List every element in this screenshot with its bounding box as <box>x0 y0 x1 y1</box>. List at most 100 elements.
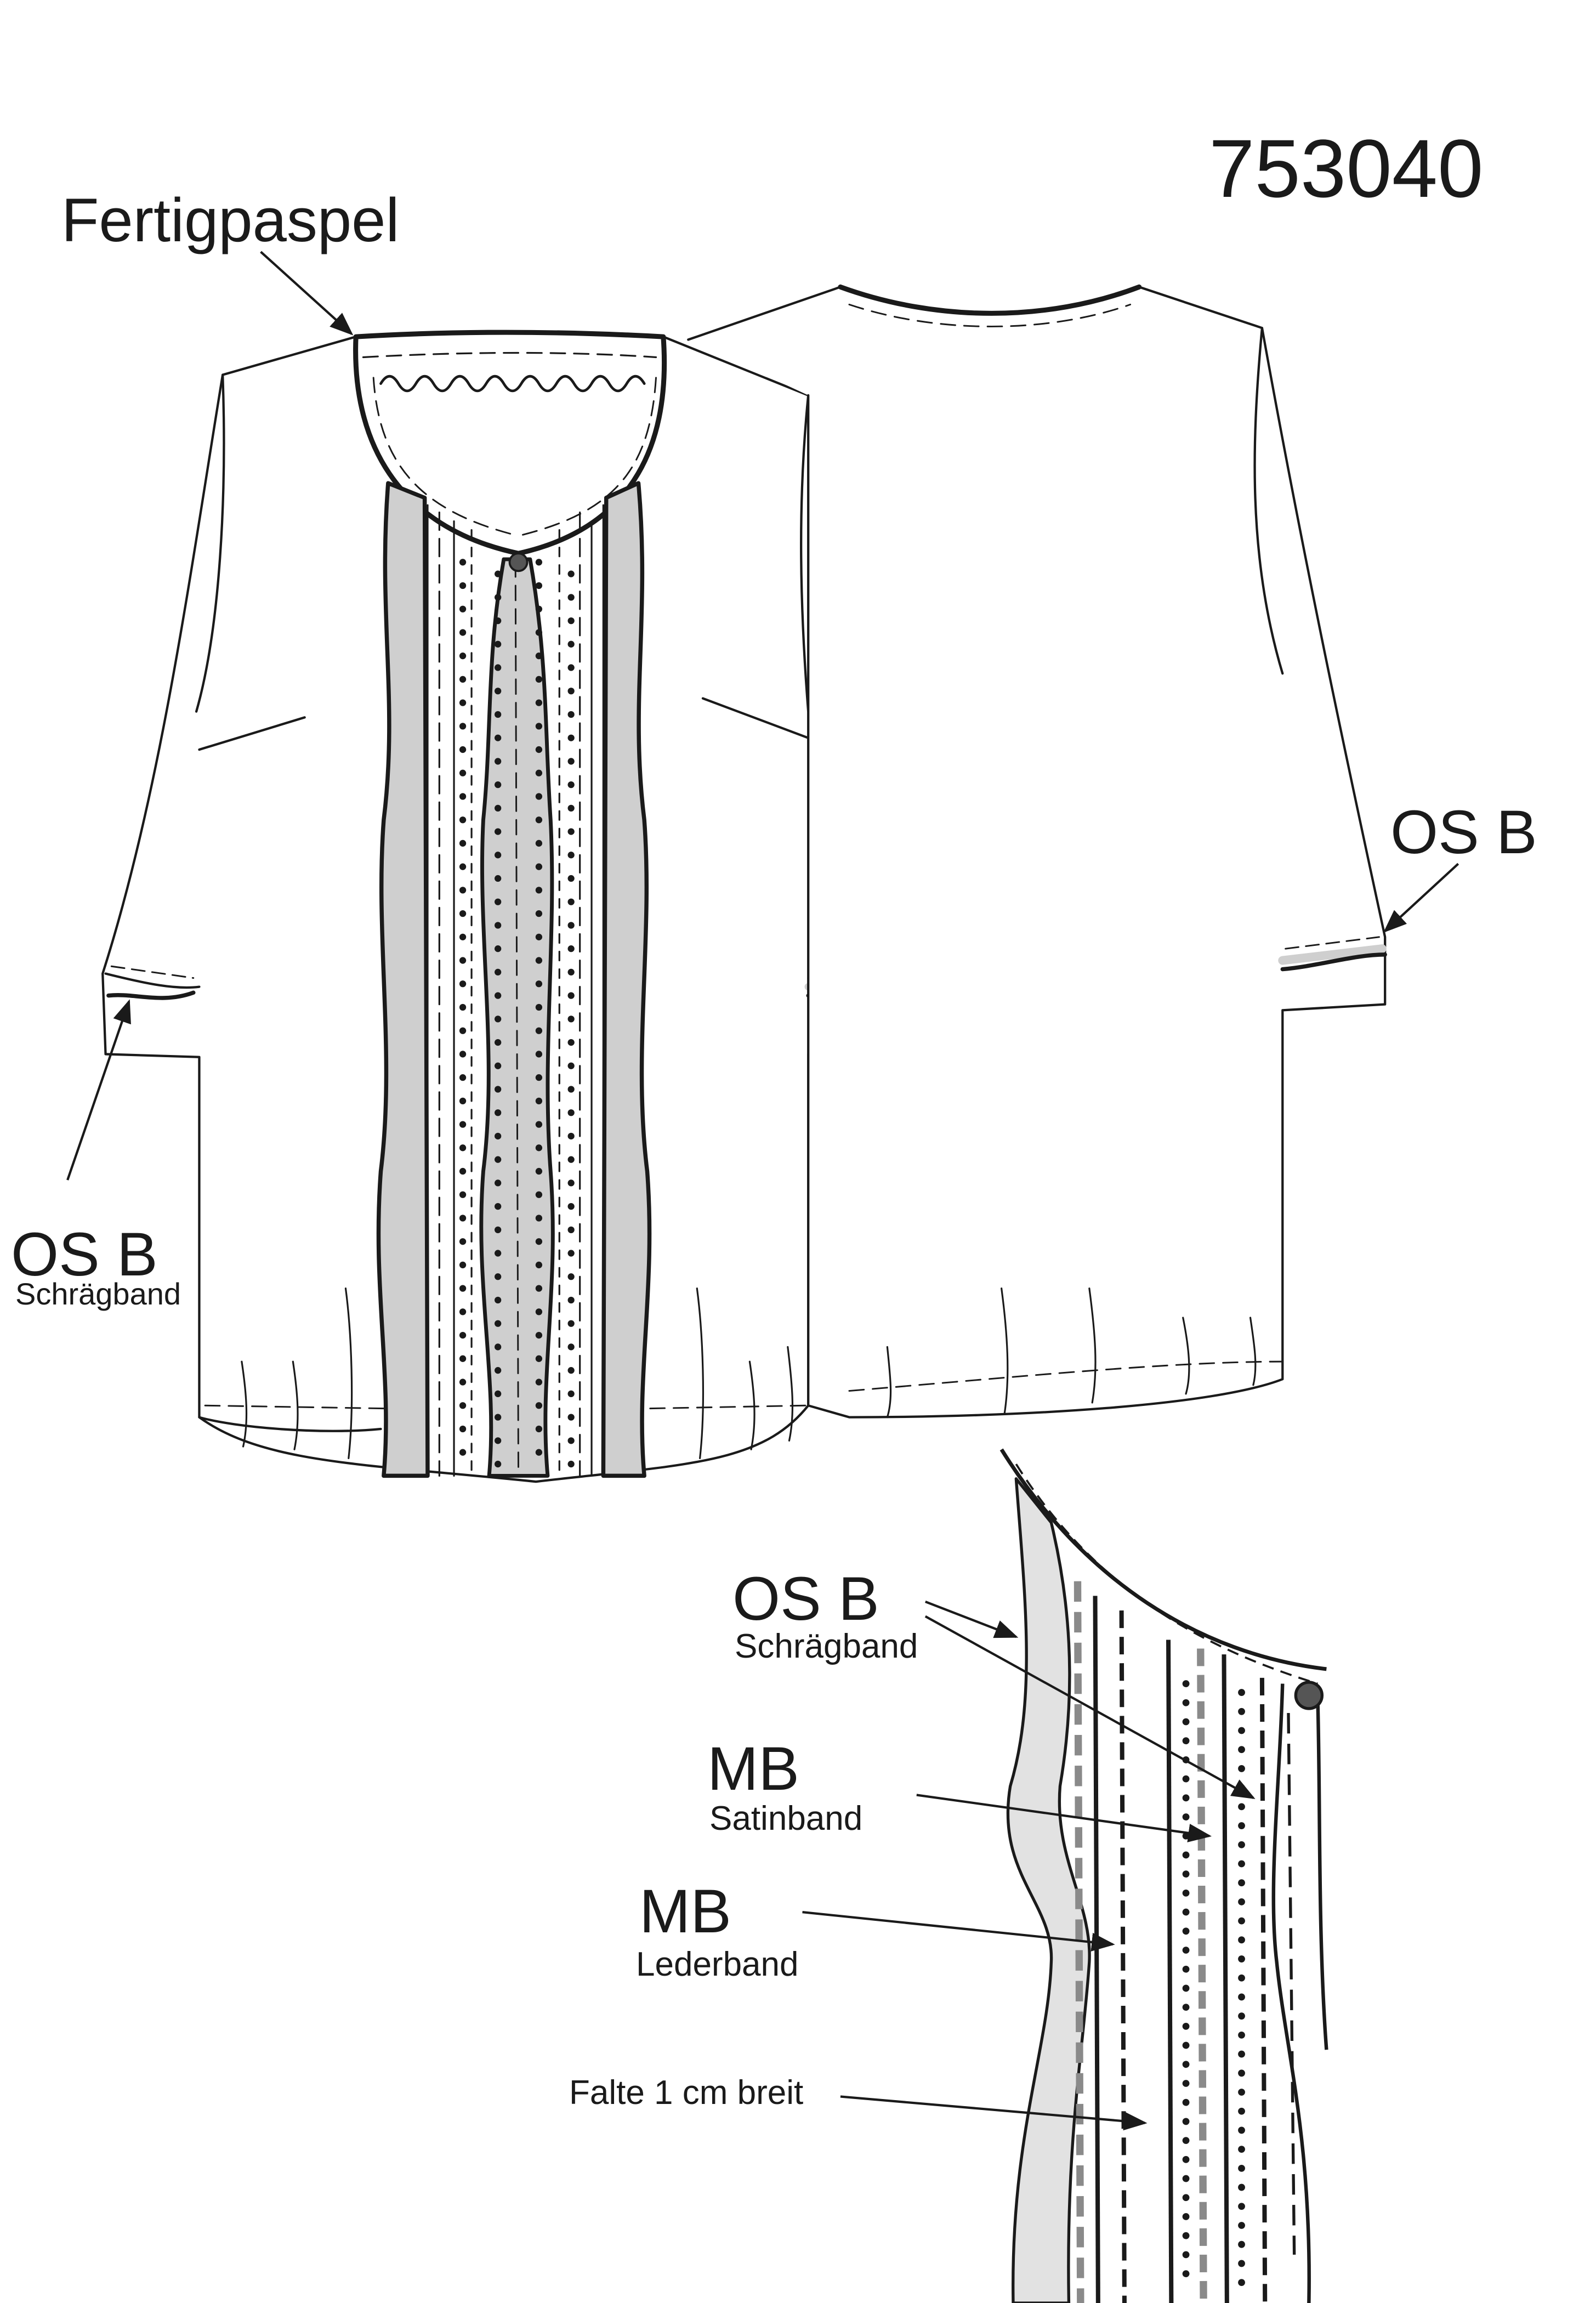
label-detail-osb-sub: Schrägband <box>735 1627 918 1665</box>
satin-dot <box>1238 1765 1245 1772</box>
satin-dot <box>535 605 543 612</box>
satin-dot <box>494 640 502 648</box>
satin-dot <box>1238 1974 1245 1982</box>
satin-dot <box>567 898 575 905</box>
satin-dot <box>567 852 575 859</box>
satin-dot <box>535 1331 543 1339</box>
satin-dot <box>535 1308 543 1315</box>
satin-dot <box>567 1202 575 1210</box>
satin-dot <box>1238 2164 1245 2172</box>
detail-dot-rows <box>1182 1680 1245 2287</box>
arrow-detail-osb-1 <box>925 1601 1019 1638</box>
front-button <box>508 552 529 572</box>
satin-dot <box>459 1308 467 1315</box>
satin-dot <box>535 1074 543 1081</box>
satin-dot <box>459 1051 467 1058</box>
satin-dot <box>1238 1879 1245 1887</box>
satin-dot <box>567 1132 575 1140</box>
satin-dot <box>567 1016 575 1023</box>
satin-dot <box>494 968 502 976</box>
satin-dot <box>567 828 575 835</box>
label-osb-front: OS B <box>11 1220 158 1289</box>
satin-dot <box>535 629 543 636</box>
satin-dot <box>459 910 467 917</box>
satin-dot <box>459 1167 467 1175</box>
satin-dot <box>1238 2279 1245 2287</box>
satin-dot <box>494 1086 502 1093</box>
label-detail-osb: OS B <box>732 1564 879 1633</box>
satin-dot <box>459 629 467 636</box>
satin-dot <box>1238 2089 1245 2096</box>
satin-dot <box>494 617 502 625</box>
front-left-cuff <box>104 972 201 989</box>
satin-dot <box>494 1016 502 1023</box>
satin-dot <box>1182 2270 1190 2278</box>
satin-dot <box>1182 1699 1190 1706</box>
back-view <box>687 284 1387 1419</box>
satin-dot <box>1238 2012 1245 2020</box>
satin-dot <box>459 676 467 683</box>
satin-dot <box>535 1379 543 1386</box>
satin-dot <box>535 1238 543 1245</box>
satin-dot <box>494 1414 502 1421</box>
satin-dot <box>494 758 502 765</box>
front-bust-dart-left <box>198 716 306 751</box>
satin-dot <box>1182 1889 1190 1897</box>
arrow-detail-osb-2 <box>924 1615 1256 1799</box>
satin-dot <box>535 1449 543 1456</box>
satin-dot <box>1182 1851 1190 1859</box>
satin-dot <box>1182 1965 1190 1973</box>
satin-dot <box>494 945 502 952</box>
satin-dot <box>1238 1993 1245 2001</box>
label-detail-mb-leder: MB <box>639 1877 731 1945</box>
satin-dot <box>459 699 467 706</box>
satin-dot <box>567 734 575 741</box>
satin-dot <box>535 582 543 589</box>
front-left-ruffle <box>376 481 430 1478</box>
satin-dot <box>1182 2022 1190 2030</box>
satin-dot <box>1182 2155 1190 2163</box>
satin-dot <box>535 723 543 730</box>
satin-dot <box>535 1144 543 1152</box>
satin-dot <box>494 1179 502 1187</box>
satin-dot <box>1182 2213 1190 2220</box>
satin-dot <box>535 1215 543 1222</box>
satin-dot <box>459 1355 467 1362</box>
satin-dot <box>494 594 502 601</box>
satin-dot <box>1182 1680 1190 1687</box>
satin-dot <box>535 957 543 964</box>
label-fertigpaspel: Fertigpaspel <box>61 186 400 254</box>
satin-dot <box>459 1425 467 1433</box>
satin-dot <box>567 1320 575 1327</box>
satin-dot <box>535 1167 543 1175</box>
satin-dot <box>459 1003 467 1011</box>
satin-dot <box>535 816 543 824</box>
satin-dot <box>494 1343 502 1351</box>
satin-dot-rows <box>459 559 575 1468</box>
satin-dot <box>1182 1870 1190 1878</box>
satin-dot <box>1182 2080 1190 2087</box>
satin-dot <box>494 1296 502 1304</box>
label-detail-lederband: Lederband <box>636 1945 799 1983</box>
detail-button <box>1294 1681 1324 1710</box>
satin-dot <box>459 980 467 988</box>
back-cuff-tape <box>1278 944 1387 965</box>
satin-dot <box>1238 2260 1245 2267</box>
satin-dot <box>535 653 543 660</box>
arrow-detail-leder <box>802 1910 1115 1952</box>
satin-dot <box>535 887 543 894</box>
satin-dot <box>1182 2041 1190 2049</box>
satin-dot <box>494 1460 502 1468</box>
satin-dot <box>494 1039 502 1046</box>
arrow-detail-falte <box>840 2095 1148 2131</box>
satin-dot <box>459 1261 467 1269</box>
satin-dot <box>567 664 575 671</box>
satin-dot <box>567 922 575 929</box>
satin-dot <box>535 980 543 988</box>
satin-dot <box>1182 2004 1190 2011</box>
satin-dot <box>494 1250 502 1257</box>
satin-dot <box>1238 2126 1245 2134</box>
satin-dot <box>459 1191 467 1198</box>
article-number: 753040 <box>1209 122 1484 214</box>
